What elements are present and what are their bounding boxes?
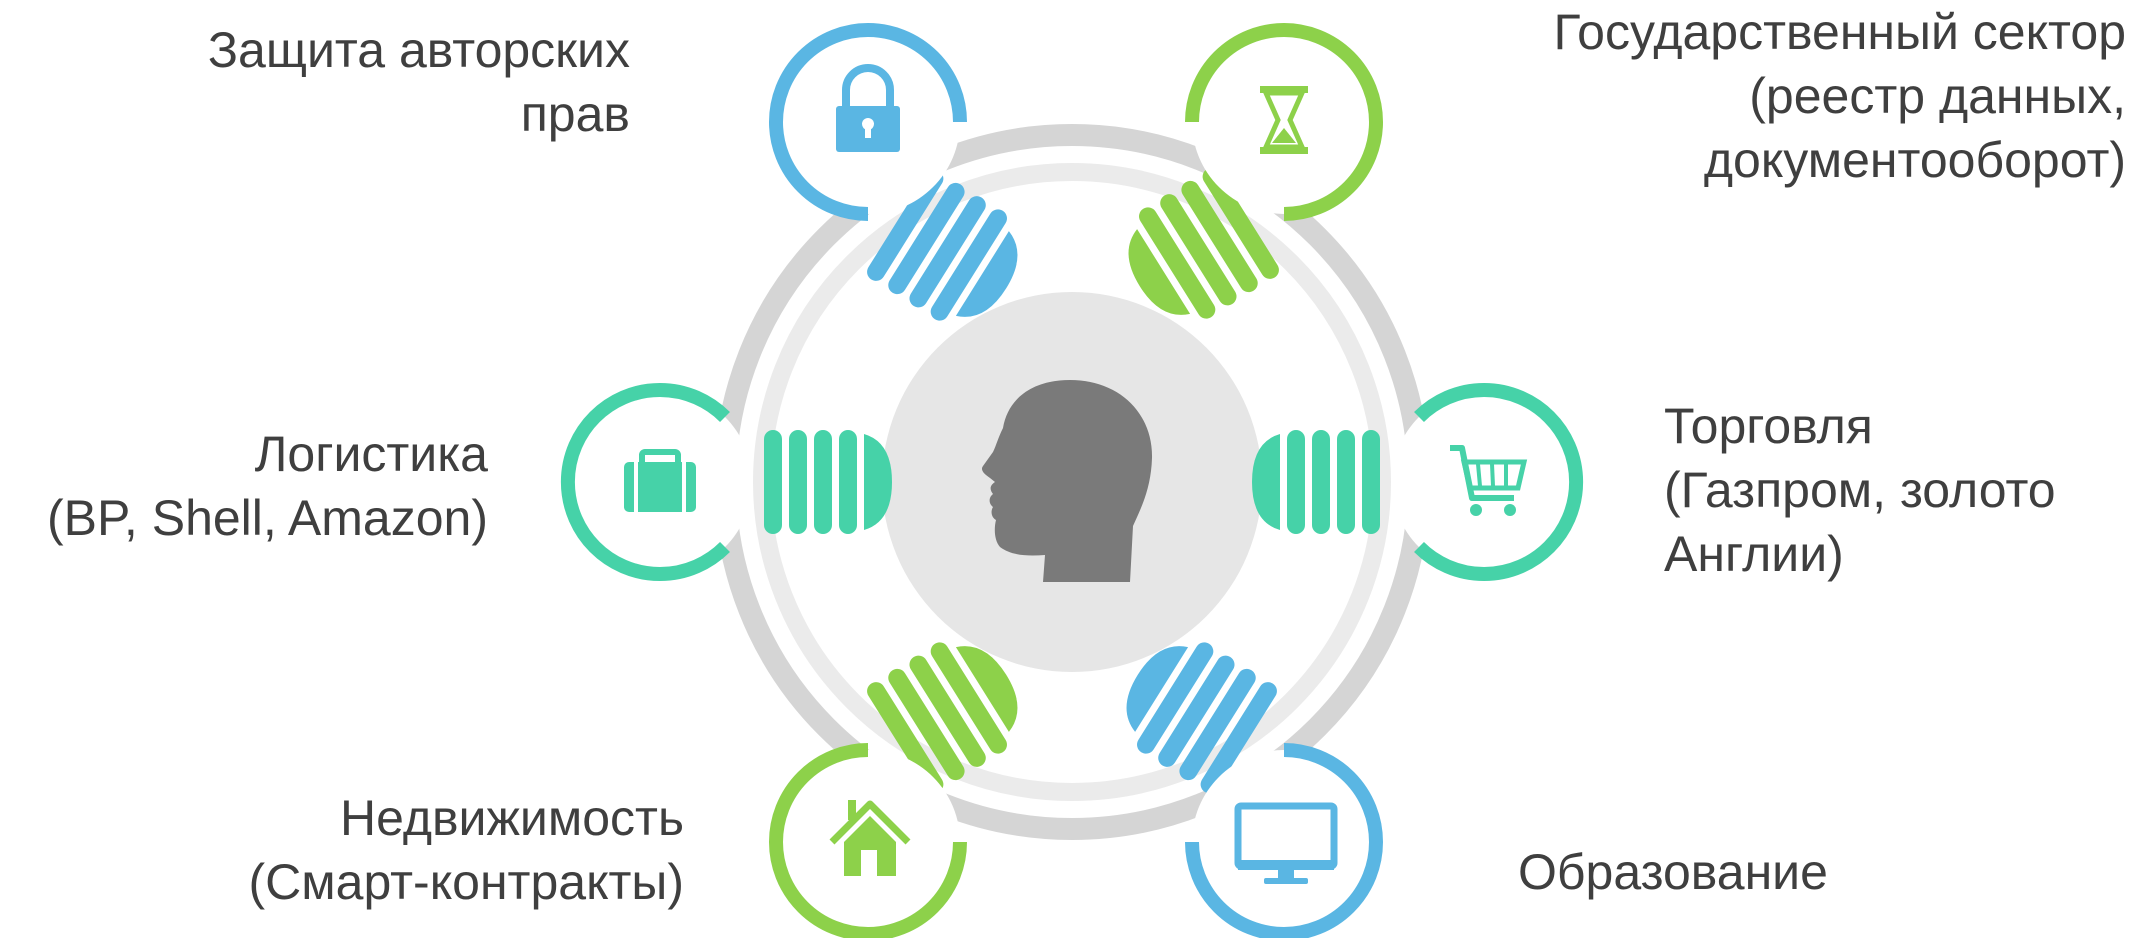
label-realestate-line-2: (Смарт-контракты)	[248, 854, 685, 910]
house-icon	[829, 800, 911, 876]
node-copyright	[769, 23, 967, 221]
lock-icon	[836, 64, 900, 152]
label-education: Образование	[1518, 840, 1828, 904]
label-education-line-1: Образование	[1518, 844, 1828, 900]
label-trade-line-2: (Газпром, золото	[1664, 462, 2056, 518]
node-ring-realestate	[769, 743, 967, 938]
node-trade	[1392, 383, 1584, 581]
label-logistics-line-2: (BP, Shell, Amazon)	[47, 490, 488, 546]
node-ring-trade	[1414, 383, 1584, 581]
head-profile-icon	[981, 380, 1153, 582]
label-logistics-line-1: Логистика	[254, 426, 488, 482]
connector-government	[1128, 167, 1279, 319]
node-government	[1185, 23, 1383, 221]
label-government-line-2: (реестр данных,	[1749, 68, 2126, 124]
inner-ring	[753, 163, 1391, 801]
label-government-line-1: Государственный сектор	[1553, 4, 2126, 60]
label-government-line-3: документооборот)	[1703, 132, 2126, 188]
label-logistics: Логистика (BP, Shell, Amazon)	[47, 422, 488, 550]
connector-realestate	[867, 642, 1018, 794]
label-copyright-line-1: Защита авторских	[207, 22, 630, 78]
node-ring-education	[1185, 743, 1383, 938]
monitor-icon	[1234, 802, 1338, 884]
connector-trade	[1252, 430, 1380, 534]
node-ring-logistics	[560, 383, 730, 581]
connector-logistics	[764, 430, 892, 534]
label-copyright-line-2: прав	[520, 86, 630, 142]
node-ring-copyright	[769, 23, 967, 221]
connector-education	[1126, 642, 1277, 794]
label-copyright: Защита авторских прав	[208, 18, 630, 146]
briefcase-icon	[624, 449, 696, 512]
node-realestate	[769, 743, 967, 938]
connector-copyright	[867, 169, 1018, 321]
label-government: Государственный сектор (реестр данных, д…	[1553, 0, 2126, 192]
node-education	[1185, 743, 1383, 938]
label-trade-line-1: Торговля	[1664, 398, 1873, 454]
node-logistics	[560, 383, 752, 581]
label-realestate: Недвижимость (Смарт-контракты)	[249, 786, 685, 914]
label-trade: Торговля (Газпром, золото Англии)	[1664, 394, 2056, 586]
label-realestate-line-1: Недвижимость	[340, 790, 684, 846]
shopping-cart-icon	[1450, 445, 1528, 516]
hourglass-icon	[1260, 86, 1308, 154]
label-trade-line-3: Англии)	[1664, 526, 1844, 582]
node-ring-government	[1185, 23, 1383, 221]
